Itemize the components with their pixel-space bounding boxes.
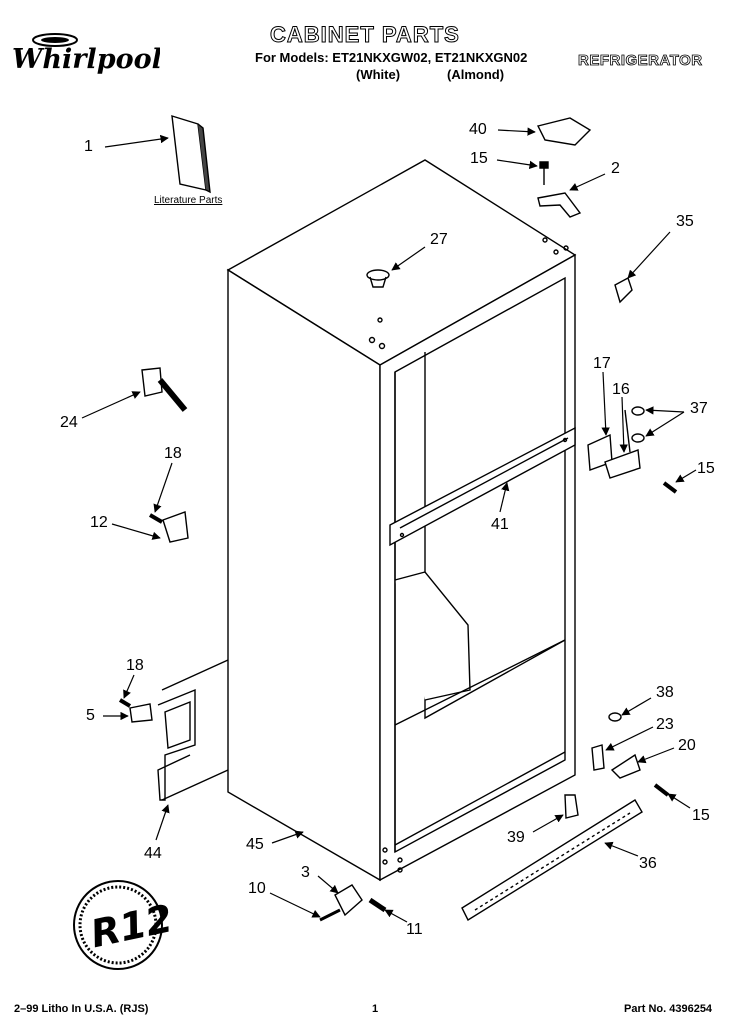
callout-12: 12 [90,514,108,531]
brand-text: Whirlpool [12,44,160,75]
callout-23: 23 [656,716,674,733]
callout-15-mid: 15 [697,460,715,477]
callout-20: 20 [678,737,696,754]
callout-18-lower: 18 [126,657,144,674]
variant-almond: (Almond) [447,67,505,82]
callout-16: 16 [612,381,630,398]
cover-5 [129,703,153,723]
callout-3: 3 [301,864,310,881]
r12-badge [73,880,163,970]
center-hinge [604,449,641,479]
callout-2: 2 [611,160,620,177]
literature-parts-label: Literature Parts [154,195,223,206]
screw-18-upper [148,513,164,524]
callout-24: 24 [60,414,78,431]
callout-41: 41 [491,516,509,533]
callout-15-top: 15 [470,150,488,167]
screw-10 [319,908,341,922]
callout-11: 11 [406,921,423,938]
callout-40: 40 [469,121,487,138]
cabinet-shell [226,159,577,882]
footer-litho: 2–99 Litho In U.S.A. (RJS) [14,1003,149,1015]
whirlpool-logo: Whirlpool [10,30,162,76]
callout-1: 1 [84,138,93,155]
plug-button [366,269,390,288]
leader-lines [81,127,697,923]
callout-36: 36 [639,855,657,872]
screw-mid [662,481,678,494]
callout-39: 39 [507,829,525,846]
callout-15-bottom: 15 [692,807,710,824]
bracket-12 [162,511,189,543]
variant-white: (White) [356,67,401,82]
washer-lower [631,433,645,443]
screw-15-lower [653,783,670,797]
callout-44: 44 [144,845,162,862]
screw-top [539,161,549,185]
shim-23 [591,744,605,771]
hinge-shim [614,276,633,304]
model-numbers: For Models: ET21NKXGW02, ET21NKXGN02 [255,50,528,65]
callout-35: 35 [676,213,694,230]
product-type: REFRIGERATOR [578,52,703,70]
toe-grille [461,799,643,921]
screw-11 [368,897,387,913]
washer-upper [631,406,645,416]
page-title: CABINET PARTS [270,22,460,48]
callout-10: 10 [248,880,266,897]
grille-clip-39 [564,794,579,819]
callout-5: 5 [86,707,95,724]
footer-part-number: Part No. 4396254 [624,1003,713,1015]
callout-45: 45 [246,836,264,853]
door-stop-24 [141,367,188,412]
callout-38: 38 [656,684,674,701]
top-hinge-cover [536,117,592,146]
washer-38 [608,712,622,722]
literature-booklet [171,115,211,194]
callout-27: 27 [430,231,448,248]
callout-18-upper: 18 [164,445,182,462]
callout-17: 17 [593,355,611,372]
footer-page-number: 1 [372,1003,379,1015]
screw-18-lower [118,698,132,708]
top-hinge [537,192,582,218]
bottom-hinge-20 [610,753,641,779]
divider-rail [389,426,576,547]
leveler-3 [334,884,363,917]
callout-37: 37 [690,400,708,417]
